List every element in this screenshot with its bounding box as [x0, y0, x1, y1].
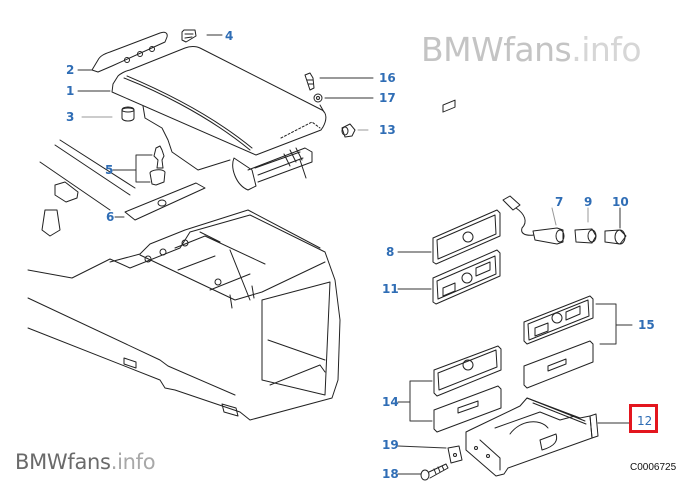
watermark-suffix: .info — [110, 450, 156, 474]
callout-9[interactable]: 9 — [584, 195, 593, 209]
highlighted-part-box — [629, 404, 658, 433]
armrest-lid — [111, 46, 327, 171]
callout-16[interactable]: 16 — [379, 71, 396, 85]
trim-strip — [91, 31, 168, 73]
panel-set-15 — [523, 295, 594, 389]
callout-18[interactable]: 18 — [382, 467, 399, 481]
leader-lines — [77, 34, 633, 475]
nut-clip — [447, 445, 463, 464]
watermark-bottom: BMWfans.info — [15, 450, 156, 474]
watermark-suffix: .info — [571, 30, 642, 69]
panel-8 — [432, 209, 501, 265]
watermark-brand: BMWfans — [421, 30, 572, 69]
callout-6[interactable]: 6 — [106, 210, 115, 224]
washer-17 — [313, 93, 323, 103]
lighter-socket — [502, 195, 565, 245]
callout-13[interactable]: 13 — [379, 123, 396, 137]
callout-17[interactable]: 17 — [379, 91, 396, 105]
callout-4[interactable]: 4 — [225, 29, 234, 43]
callout-19[interactable]: 19 — [382, 438, 399, 452]
callout-8[interactable]: 8 — [386, 245, 395, 259]
callout-7[interactable]: 7 — [555, 195, 564, 209]
callout-11[interactable]: 11 — [382, 282, 399, 296]
diagram-id: C0006725 — [630, 462, 677, 473]
callout-5[interactable]: 5 — [105, 163, 114, 177]
screw-16 — [304, 72, 315, 91]
armrest-hinge — [232, 147, 313, 191]
center-console — [27, 139, 341, 421]
rivet-set — [149, 145, 166, 186]
clip-part — [181, 29, 197, 43]
cover-plate — [124, 182, 206, 221]
ashtray-insert — [465, 397, 599, 477]
callout-2[interactable]: 2 — [66, 63, 75, 77]
callout-1[interactable]: 1 — [66, 84, 75, 98]
lighter-insert — [574, 228, 597, 244]
watermark-top: BMWfans.info — [421, 30, 642, 69]
watermark-brand: BMWfans — [15, 450, 111, 474]
screw-18 — [420, 463, 449, 481]
callout-10[interactable]: 10 — [612, 195, 629, 209]
panel-set-14 — [433, 345, 502, 433]
rubber-buffer — [121, 106, 135, 122]
callout-14[interactable]: 14 — [382, 395, 399, 409]
panel-11 — [432, 99, 501, 305]
callout-15[interactable]: 15 — [638, 318, 655, 332]
callout-12[interactable]: 12 — [637, 414, 653, 428]
callout-3[interactable]: 3 — [66, 110, 75, 124]
lighter-element — [604, 229, 627, 245]
buffer-13 — [341, 123, 356, 138]
